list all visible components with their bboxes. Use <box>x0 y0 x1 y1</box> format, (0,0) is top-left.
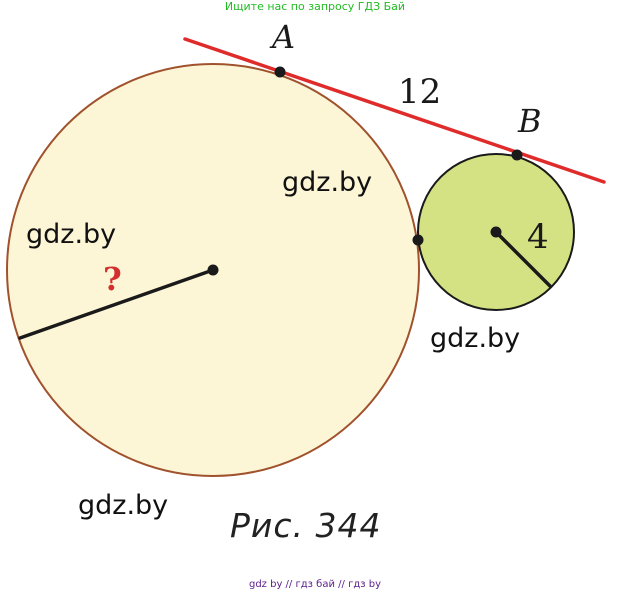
footer-separator-1: // <box>285 579 293 590</box>
small-radius <box>494 230 552 288</box>
footer-link-2[interactable]: гдз бай <box>295 579 335 590</box>
figure-caption: Рис. 344 <box>230 506 382 545</box>
label-tangent-length: 12 <box>398 72 441 112</box>
watermark-1: gdz.by <box>282 167 373 198</box>
small-center <box>490 226 502 238</box>
label-point-b: B <box>517 102 542 140</box>
tangent-line <box>183 37 606 184</box>
label-unknown-radius: ? <box>103 260 122 298</box>
watermark-2: gdz.by <box>26 219 117 250</box>
footer-link-1[interactable]: gdz by <box>248 579 283 590</box>
large-center <box>207 264 219 276</box>
point-a <box>274 66 286 78</box>
footer-link-3[interactable]: гдз by <box>348 579 382 590</box>
point-b <box>511 149 523 161</box>
watermark-4: gdz.by <box>78 490 169 521</box>
label-small-radius: 4 <box>527 217 549 257</box>
large-radius <box>18 268 215 340</box>
top-banner: Ищите нас по запросу ГДЗ Бай <box>224 0 406 13</box>
watermark-3: gdz.by <box>430 323 521 354</box>
footer-links: gdz by // гдз бай // гдз by <box>0 578 630 591</box>
label-point-a: A <box>269 18 295 56</box>
tangency-point <box>412 234 424 246</box>
footer-separator-2: // <box>338 579 345 590</box>
